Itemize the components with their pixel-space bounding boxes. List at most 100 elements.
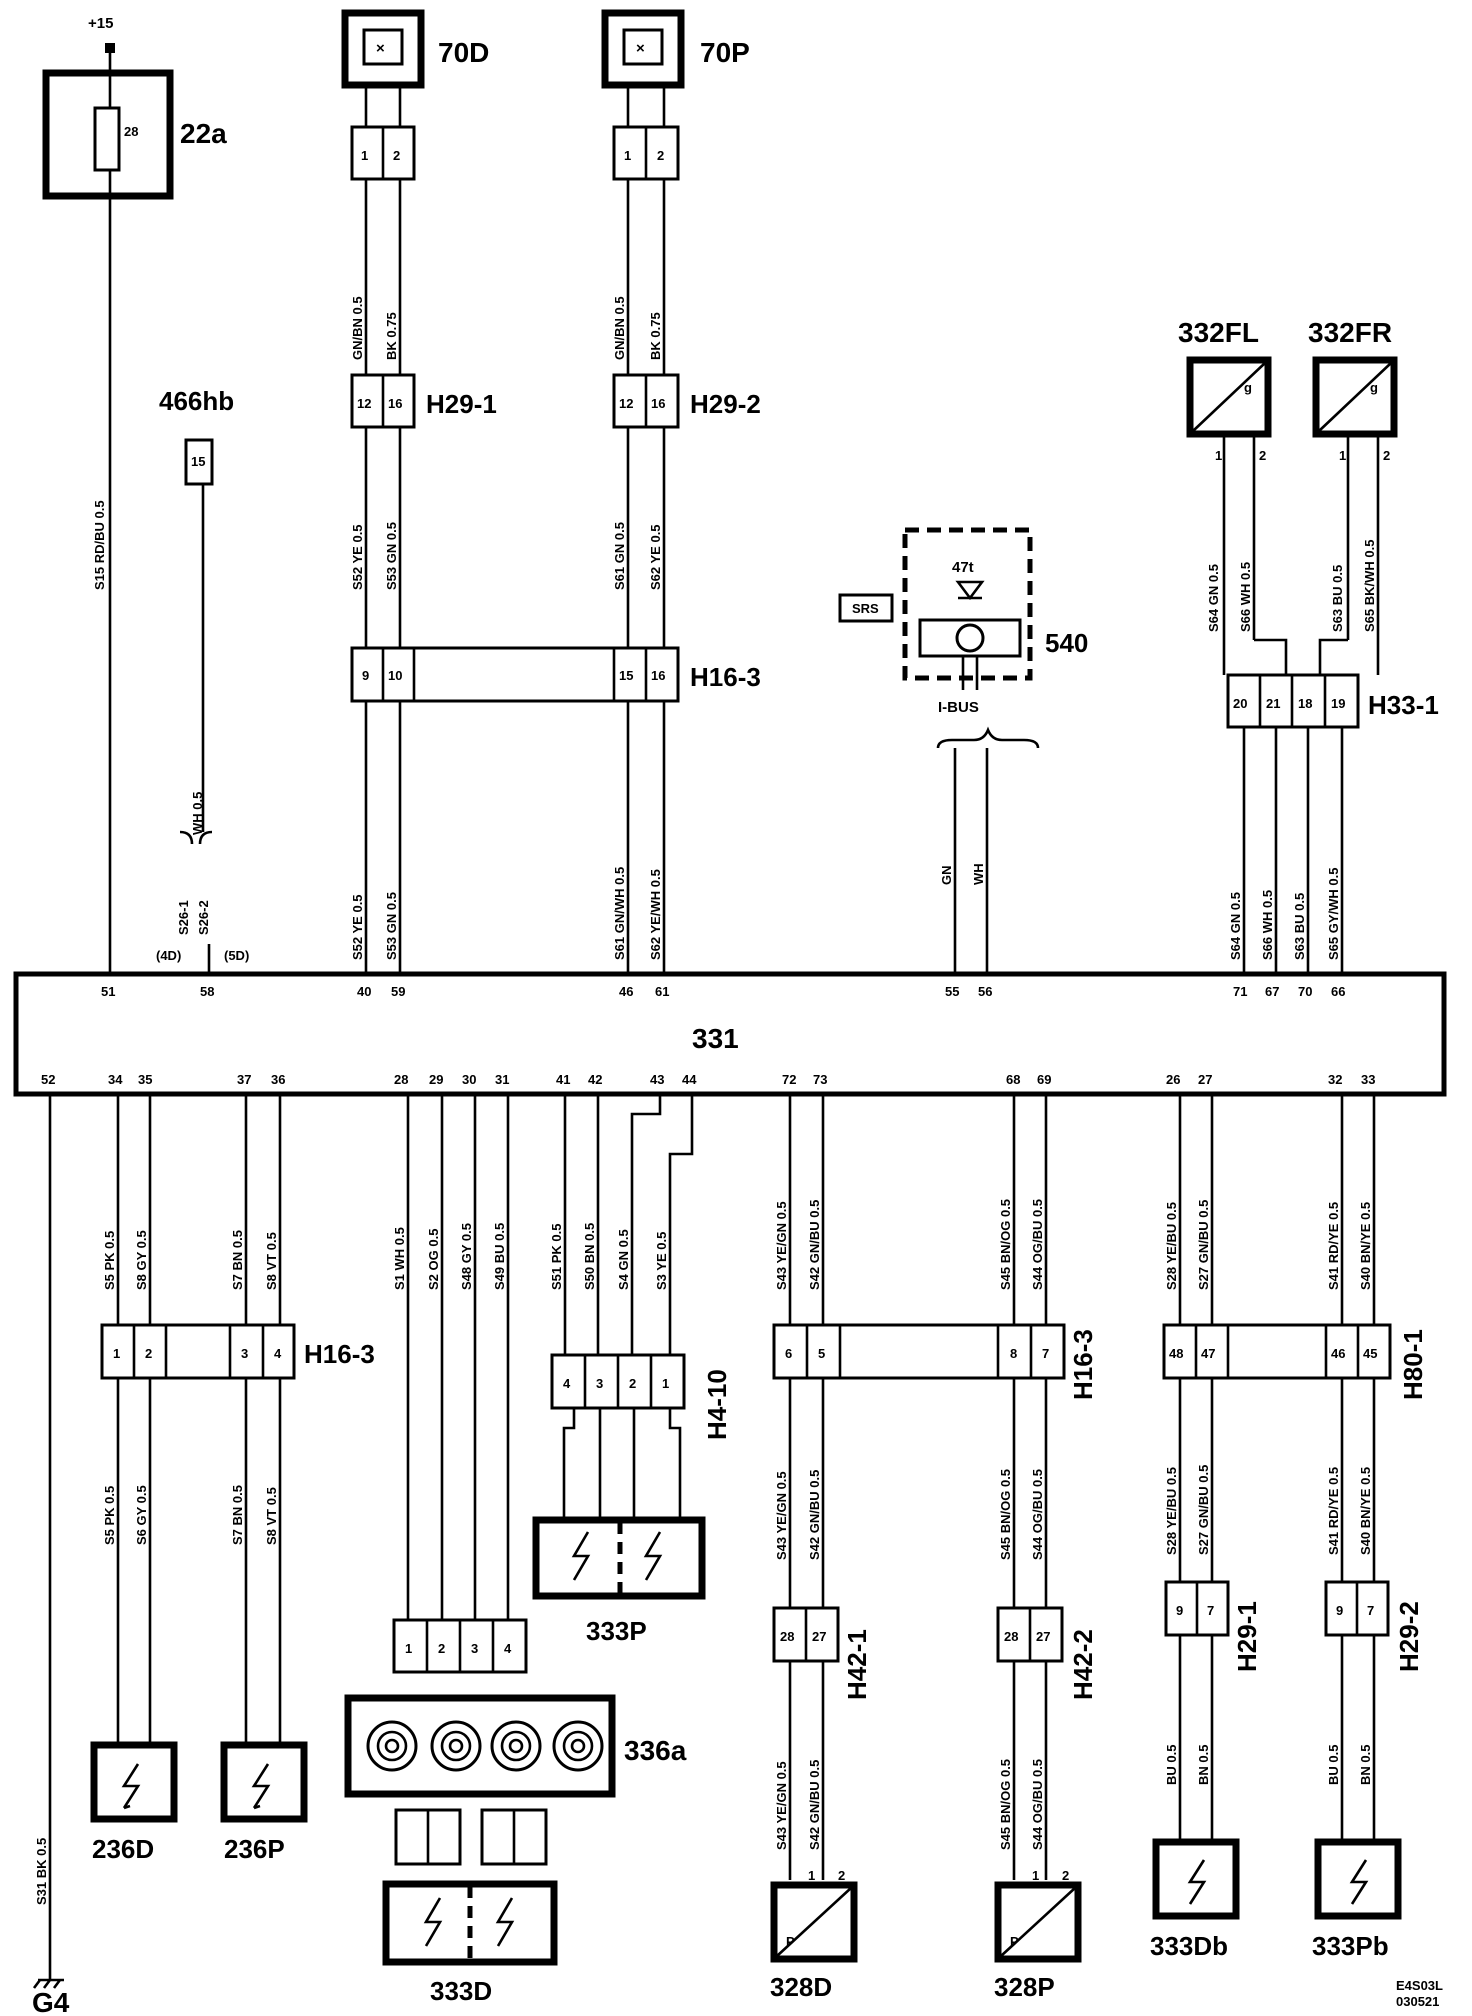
wire-s64: S64 GN 0.5: [1228, 892, 1243, 960]
pin: 2: [1259, 448, 1266, 463]
connector-h33-1: 20 21 18 19 H33-1 S64 GN 0.5 S66 WH 0.5 …: [1226, 638, 1439, 974]
pin: 42: [588, 1072, 602, 1087]
pin: 1: [808, 1868, 815, 1883]
fuse-number: 28: [124, 124, 138, 139]
pin: 1: [113, 1346, 120, 1361]
label-h16-3: H16-3: [690, 662, 761, 692]
component-466hb: 466hb 15 WH 0.5 S26-1 S26-2 (4D) (5D): [156, 386, 249, 974]
wire-s66: S66 WH 0.5: [1238, 562, 1253, 632]
pin: 31: [495, 1072, 509, 1087]
label-47t: 47t: [952, 559, 974, 576]
pin: 32: [1328, 1072, 1342, 1087]
wire-s48: S48 GY 0.5: [459, 1223, 474, 1290]
wire-s63: S63 BU 0.5: [1292, 893, 1307, 960]
wire-s26-1: S26-1: [176, 900, 191, 935]
pin: 33: [1361, 1072, 1375, 1087]
label-p: P: [1010, 1934, 1019, 1949]
wire-s42: S42 GN/BU 0.5: [807, 1760, 822, 1850]
pin: 3: [596, 1376, 603, 1391]
label-70p: 70P: [700, 37, 750, 68]
pin: 48: [1169, 1346, 1183, 1361]
component-332fr: 332FR g 1 2 S63 BU 0.5 S65 BK/WH 0.5: [1308, 317, 1398, 675]
component-70p: × 70P 1 2 GN/BN 0.5 BK 0.75 12 16 H29-2 …: [601, 9, 761, 648]
svg-text:×: ×: [376, 40, 385, 57]
wire-s45: S45 BN/OG 0.5: [998, 1469, 1013, 1560]
svg-text:×: ×: [636, 40, 645, 57]
wire-s43: S43 YE/GN 0.5: [774, 1471, 789, 1560]
pin: 4: [504, 1641, 512, 1656]
wire-s61b: S61 GN/WH 0.5: [612, 867, 627, 960]
pin: 36: [271, 1072, 285, 1087]
pin: 18: [1298, 696, 1312, 711]
label-333p: 333P: [586, 1616, 647, 1646]
label-540: 540: [1045, 628, 1088, 658]
pin: 67: [1265, 984, 1279, 999]
label-h42-1: H42-1: [842, 1629, 872, 1700]
wire-s51: S51 PK 0.5: [549, 1224, 564, 1291]
pin: 8: [1010, 1346, 1017, 1361]
fuse-22a: +15 28 22a S15 RD/BU 0.5: [42, 15, 227, 974]
label-h29-2: H29-2: [690, 389, 761, 419]
component-540: 47t 540 SRS I-BUS GN WH: [838, 527, 1088, 974]
label-336a: 336a: [624, 1735, 687, 1766]
wire-s27: S27 GN/BU 0.5: [1196, 1465, 1211, 1555]
wire-s66: S66 WH 0.5: [1260, 890, 1275, 960]
wire-s52: S52 YE 0.5: [350, 524, 365, 590]
pin: 15: [619, 668, 633, 683]
wire-s53: S53 GN 0.5: [384, 892, 399, 960]
pin: 20: [1233, 696, 1247, 711]
wire-s45: S45 BN/OG 0.5: [998, 1199, 1013, 1290]
group-328d: S43 YE/GN 0.5 S42 GN/BU 0.5 6 5 8 7 H16-…: [770, 1094, 1098, 2002]
wire-wh-466: WH 0.5: [190, 792, 205, 835]
pin: 21: [1266, 696, 1280, 711]
fuse-box-label: 22a: [180, 118, 227, 149]
pin-466hb: 15: [191, 454, 205, 469]
pin: 27: [1198, 1072, 1212, 1087]
pin: 45: [1363, 1346, 1377, 1361]
component-70d: × 70D 1 2 GN/BN 0.5 BK 0.75 12 16 H29-1 …: [341, 9, 497, 648]
pin: 2: [145, 1346, 152, 1361]
wire-s7: S7 BN 0.5: [230, 1485, 245, 1545]
pin: 68: [1006, 1072, 1020, 1087]
pin: 2: [393, 148, 400, 163]
pin: 9: [362, 668, 369, 683]
label-h4-10: H4-10: [702, 1369, 732, 1440]
wire-bn: BN 0.5: [1196, 1745, 1211, 1785]
label-p: P: [786, 1934, 795, 1949]
ground-g4: S31 BK 0.5 G4: [32, 1094, 70, 2016]
wire-s6: S6 GY 0.5: [134, 1485, 149, 1545]
label-331: 331: [692, 1023, 739, 1054]
wire-gnbn: GN/BN 0.5: [612, 296, 627, 360]
wire-s42: S42 GN/BU 0.5: [807, 1200, 822, 1290]
label-332fl: 332FL: [1178, 317, 1259, 348]
group-333db-333pb: S28 YE/BU 0.5 S27 GN/BU 0.5 S41 RD/YE 0.…: [1150, 1094, 1428, 1961]
pin: 1: [405, 1641, 412, 1656]
pin: 1: [662, 1376, 669, 1391]
wire-s43: S43 YE/GN 0.5: [774, 1761, 789, 1850]
pin: 2: [657, 148, 664, 163]
wire-s8: S8 VT 0.5: [264, 1232, 279, 1290]
pin: 16: [651, 396, 665, 411]
pin: 2: [838, 1868, 845, 1883]
wire-s63: S63 BU 0.5: [1330, 565, 1345, 632]
pin: 46: [1331, 1346, 1345, 1361]
pin: 1: [361, 148, 368, 163]
wire-s7: S7 BN 0.5: [230, 1230, 245, 1290]
pin: 29: [429, 1072, 443, 1087]
wire-s44: S44 OG/BU 0.5: [1030, 1759, 1045, 1850]
label-h80-1: H80-1: [1398, 1329, 1428, 1400]
label-236d: 236D: [92, 1834, 154, 1864]
wire-s65: S65 BK/WH 0.5: [1362, 540, 1377, 632]
pin: 73: [813, 1072, 827, 1087]
pin: 1: [1032, 1868, 1039, 1883]
pin: 12: [357, 396, 371, 411]
label-srs: SRS: [852, 601, 879, 616]
component-332fl: 332FL g 1 2 S64 GN 0.5 S66 WH 0.5: [1178, 317, 1272, 675]
drawing-code: E4S03L: [1396, 1978, 1443, 1993]
wire-wh: WH: [971, 863, 986, 885]
pin: 70: [1298, 984, 1312, 999]
pin: 27: [1036, 1629, 1050, 1644]
pin: 72: [782, 1072, 796, 1087]
